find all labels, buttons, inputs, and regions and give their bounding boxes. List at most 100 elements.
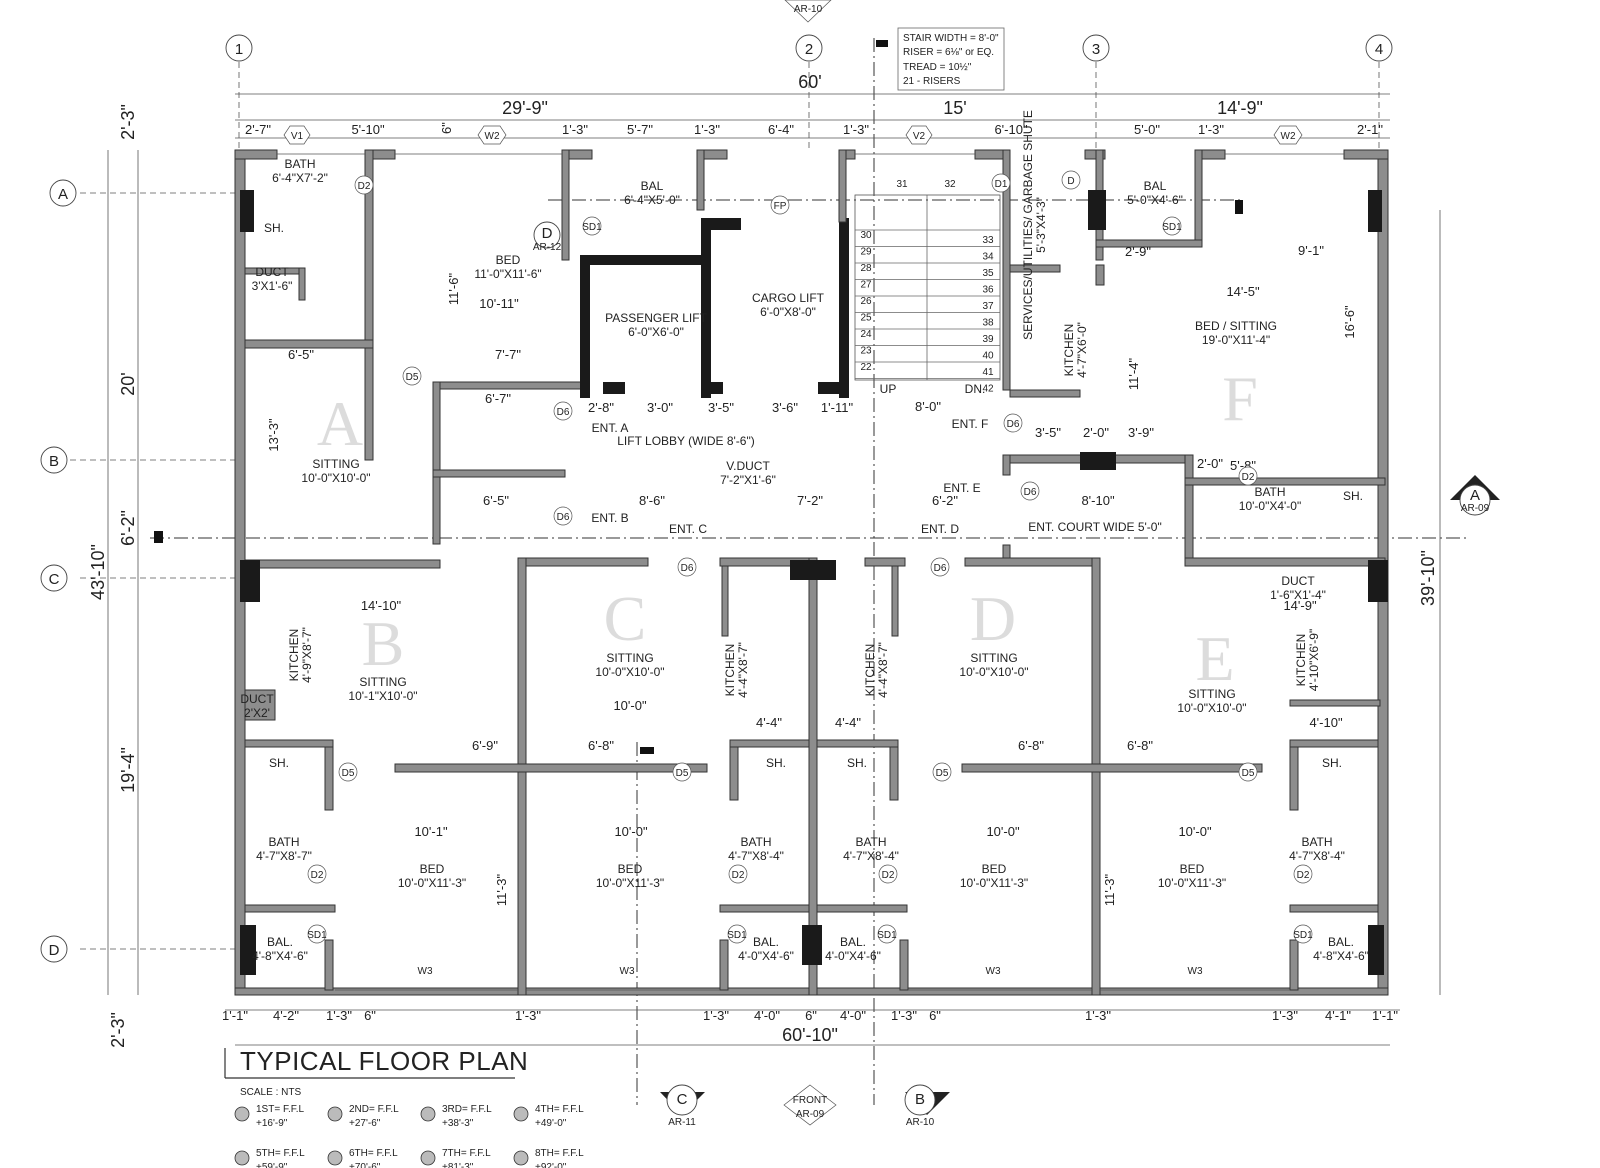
dim-text: 5'-10": [351, 122, 385, 137]
dim-text: 11'-3": [1102, 874, 1117, 907]
room-size: 4'-8"X4'-6": [1313, 949, 1369, 963]
room-name: BAL.: [267, 935, 293, 949]
room-name: DUCT: [1281, 574, 1315, 588]
flat-letter: E: [1195, 623, 1234, 694]
room-size: 5'-0"X4'-6": [1127, 193, 1183, 207]
window-tag: W3: [418, 966, 433, 977]
dim-text: 1'-3": [1085, 1008, 1111, 1023]
door-tag: D5: [406, 372, 419, 383]
level-marker-icon: [513, 1150, 529, 1166]
dim-text: 3'-6": [772, 400, 798, 415]
title-block: TYPICAL FLOOR PLAN SCALE : NTS: [224, 1046, 528, 1098]
level-marker-icon: [420, 1106, 436, 1122]
walls: [234, 149, 1389, 996]
grid-row-label: A: [58, 186, 68, 203]
room-size: 11'-0"X11'-6": [474, 267, 541, 281]
room-name: SH.: [264, 221, 284, 235]
dim-text: 1'-3": [562, 122, 588, 137]
room-name: BAL: [1144, 179, 1167, 193]
dim-text: 14'-10": [361, 598, 402, 613]
room-size: 10'-0"X10'-0": [1177, 701, 1246, 715]
door-tag: SD1: [877, 930, 897, 941]
room-size: 6'-0"X8'-0": [760, 305, 816, 319]
dim-text: 10'-0": [614, 824, 648, 839]
grid-row-label: D: [49, 942, 60, 959]
dim-text: 13'-3": [266, 418, 281, 452]
level-label: 2ND= F.F.L: [349, 1104, 399, 1115]
stair-note: STAIR WIDTH = 8'-0" RISER = 6⅛" or EQ. T…: [897, 27, 1005, 91]
level-value: +38'-3": [442, 1118, 474, 1129]
door-tag-bubble: [582, 216, 602, 236]
entry-label: ENT. E: [943, 481, 980, 495]
door-tag-bubble: [1238, 762, 1258, 782]
room-name: SH.: [1343, 489, 1363, 503]
room-name: KITCHEN: [1062, 324, 1076, 377]
room-name: BED: [420, 862, 445, 876]
door-tag-bubble: [991, 173, 1011, 193]
dim-text: 4'-0": [840, 1008, 866, 1023]
dim-text: 6'-5": [483, 493, 509, 508]
level-value: +59'-9": [256, 1162, 288, 1168]
door-tag: SD1: [307, 930, 327, 941]
door-tag: D5: [342, 768, 355, 779]
dim-text: 6": [805, 1008, 817, 1023]
room-name: KITCHEN: [723, 644, 737, 697]
dim-text: 3'-5": [708, 400, 734, 415]
dim-text: 6'-8": [1127, 738, 1153, 753]
door-tag: SD1: [582, 222, 602, 233]
dim-text: 6'-8": [1018, 738, 1044, 753]
level-marker-icon: [513, 1106, 529, 1122]
stair-riser-number: 34: [982, 252, 994, 263]
room-size: 4'-7"X8'-4": [1289, 849, 1345, 863]
door-tag-bubble: [553, 401, 573, 421]
level-value: +27'-6": [349, 1118, 381, 1129]
level-value: +92'-0": [535, 1162, 567, 1168]
plan-scale: SCALE : NTS: [240, 1087, 301, 1098]
windows: [277, 153, 1344, 991]
dim-text: 4'-10": [1309, 715, 1343, 730]
dim-text: 3'-0": [647, 400, 673, 415]
stair-note-line: RISER = 6⅛" or EQ.: [903, 47, 994, 58]
dim-text: 2'-1": [1357, 122, 1383, 137]
section-mark: D AR-12: [533, 221, 562, 253]
room-name: DUCT: [255, 265, 289, 279]
dim-text: 10'-1": [414, 824, 448, 839]
door-tag-bubble: [338, 762, 358, 782]
room-name: SH.: [1322, 756, 1342, 770]
room-size: 4'-4"X8'-7": [736, 642, 750, 698]
top-segment-dim: 14'-9": [1217, 98, 1263, 118]
window-tag: W2: [1281, 131, 1296, 142]
level-value: +49'-0": [535, 1118, 567, 1129]
door-tag: D5: [1242, 768, 1255, 779]
room-name: V.DUCT: [726, 459, 770, 473]
door-tag-bubble: [677, 557, 697, 577]
room-name: BATH: [855, 835, 886, 849]
door-tag-bubble: [1238, 466, 1258, 486]
overall-bottom-dim: 60'-10": [782, 1025, 838, 1045]
level-label: 4TH= F.F.L: [535, 1104, 584, 1115]
left-segment-dim: 19'-4": [118, 747, 138, 793]
door-tag-bubble: [402, 366, 422, 386]
stair-riser-number: 24: [860, 329, 872, 340]
dim-text: 6'-8": [588, 738, 614, 753]
room-name: BAL.: [753, 935, 779, 949]
room-name: BAL.: [840, 935, 866, 949]
grid-col-label: 2: [805, 41, 813, 58]
dim-text: 1'-3": [515, 1008, 541, 1023]
dim-text: 4'-4": [835, 715, 861, 730]
level-marker-icon: [234, 1150, 250, 1166]
stair-riser-number: 22: [860, 362, 872, 373]
room-name: BED / SITTING: [1195, 319, 1277, 333]
room-name: BED: [618, 862, 643, 876]
stair-note-line: TREAD = 10½": [903, 62, 972, 73]
room-name: SH.: [766, 756, 786, 770]
level-value: +81'-3": [442, 1162, 474, 1168]
section-ref: AR-12: [533, 242, 562, 253]
dim-text: 1'-3": [326, 1008, 352, 1023]
room-size: 10'-0"X4'-0": [1239, 499, 1301, 513]
stair-riser-number: 25: [860, 313, 872, 324]
dim-text: 6'-10": [994, 122, 1028, 137]
door-tag: D2: [732, 870, 745, 881]
left-segment-dim: 6'-2": [118, 510, 138, 546]
door-tag: D6: [557, 512, 570, 523]
